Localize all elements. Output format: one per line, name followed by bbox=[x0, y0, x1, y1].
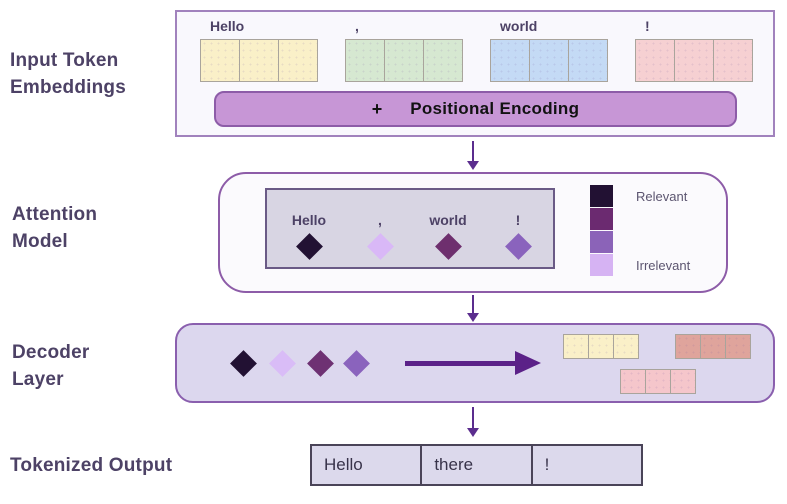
arrow-shaft bbox=[472, 141, 474, 161]
legend-swatch bbox=[590, 208, 613, 230]
tokenized-output-title: Tokenized Output bbox=[10, 455, 173, 476]
embedding-cell bbox=[490, 39, 530, 82]
attention-token-world-label: world bbox=[429, 212, 467, 228]
diamond-icon bbox=[342, 349, 370, 377]
attention-token-exclaim-label: ! bbox=[515, 212, 521, 228]
embedding-cells-exclaim bbox=[635, 39, 753, 82]
diamond-icon bbox=[434, 232, 462, 260]
embedding-cell bbox=[345, 39, 385, 82]
relevance-diamond bbox=[342, 349, 370, 377]
relevance-diamond bbox=[229, 349, 257, 377]
relevance-diamond bbox=[295, 232, 323, 260]
attention-token-hello: Hello bbox=[274, 212, 344, 260]
plus-icon: + bbox=[371, 98, 383, 119]
embedding-cell bbox=[635, 39, 675, 82]
embedding-cell bbox=[278, 39, 318, 82]
attention-model-title: Attention Model bbox=[12, 201, 97, 255]
decoder-output-pink-group bbox=[620, 369, 696, 394]
legend-label-relevant: Relevant bbox=[636, 189, 688, 204]
relevance-diamond bbox=[268, 349, 296, 377]
arrow-head bbox=[467, 161, 479, 170]
embedding-cells-comma bbox=[345, 39, 463, 82]
decoder-cell bbox=[675, 334, 701, 359]
legend-swatch-irrelevant bbox=[590, 254, 613, 276]
embedding-cell bbox=[239, 39, 279, 82]
relevance-diamond bbox=[434, 232, 462, 260]
arrow-shaft bbox=[472, 295, 474, 313]
embedding-cell bbox=[713, 39, 753, 82]
decoder-cell bbox=[700, 334, 726, 359]
relevance-diamond bbox=[504, 232, 532, 260]
embedding-cell bbox=[568, 39, 608, 82]
embedding-token-hello: Hello bbox=[200, 18, 318, 82]
embedding-cell bbox=[423, 39, 463, 82]
attention-token-comma: , bbox=[345, 212, 415, 260]
arrow-head bbox=[467, 428, 479, 437]
arrow-shaft bbox=[472, 407, 474, 428]
attention-token-hello-label: Hello bbox=[291, 212, 327, 228]
diamond-icon bbox=[268, 349, 296, 377]
diamond-icon bbox=[504, 232, 532, 260]
embedding-cell bbox=[674, 39, 714, 82]
embedding-token-comma-label: , bbox=[355, 18, 359, 34]
input-embeddings-title-line1: Input Token bbox=[10, 50, 119, 71]
arrow-right-icon bbox=[405, 351, 541, 375]
diamond-icon bbox=[306, 349, 334, 377]
embedding-token-comma: , bbox=[345, 18, 463, 82]
decoder-cell bbox=[725, 334, 751, 359]
tokenized-output-table: Hello there ! bbox=[310, 444, 643, 486]
arrow-head bbox=[515, 351, 541, 375]
embedding-cell bbox=[384, 39, 424, 82]
diamond-icon bbox=[366, 232, 394, 260]
decoder-cell bbox=[613, 334, 639, 359]
decoder-cell bbox=[645, 369, 671, 394]
attention-token-comma-label: , bbox=[378, 212, 382, 228]
decoder-cell bbox=[620, 369, 646, 394]
decoder-cell bbox=[588, 334, 614, 359]
attention-model-title-line2: Model bbox=[12, 231, 68, 252]
legend-swatch bbox=[590, 231, 613, 253]
decoder-output-salmon-group bbox=[675, 334, 751, 359]
embedding-cell bbox=[529, 39, 569, 82]
arrow-down-icon bbox=[466, 141, 480, 170]
output-cell-exclaim: ! bbox=[530, 446, 641, 484]
relevance-diamond bbox=[366, 232, 394, 260]
relevance-diamond bbox=[306, 349, 334, 377]
embedding-cell bbox=[200, 39, 240, 82]
input-embeddings-title-line2: Embeddings bbox=[10, 77, 127, 98]
embedding-token-exclaim: ! bbox=[635, 18, 753, 82]
embedding-token-world-label: world bbox=[500, 18, 538, 34]
input-embeddings-title: Input Token Embeddings bbox=[10, 47, 126, 101]
attention-token-exclaim: ! bbox=[483, 212, 553, 260]
attention-model-title-line1: Attention bbox=[12, 204, 98, 225]
embedding-cells-world bbox=[490, 39, 608, 82]
output-cell-hello: Hello bbox=[324, 455, 363, 474]
arrow-shaft bbox=[405, 360, 515, 366]
arrow-head bbox=[467, 313, 479, 322]
decoder-cell bbox=[563, 334, 589, 359]
decoder-layer-title-line2: Layer bbox=[12, 369, 64, 390]
embedding-token-world: world bbox=[490, 18, 608, 82]
positional-encoding-label: Positional Encoding bbox=[410, 99, 580, 118]
embedding-token-hello-label: Hello bbox=[210, 18, 245, 34]
decoder-cell bbox=[670, 369, 696, 394]
decoder-layer-title: Decoder Layer bbox=[12, 339, 89, 393]
embedding-token-exclaim-label: ! bbox=[645, 18, 650, 34]
embedding-cells-hello bbox=[200, 39, 318, 82]
attention-token-world: world bbox=[413, 212, 483, 260]
output-cell-there: there bbox=[420, 446, 530, 484]
arrow-down-icon bbox=[466, 407, 480, 437]
positional-encoding-bar: + Positional Encoding bbox=[214, 91, 737, 127]
arrow-down-icon bbox=[466, 295, 480, 322]
decoder-layer-title-line1: Decoder bbox=[12, 342, 90, 363]
decoder-output-yellow-group bbox=[563, 334, 639, 359]
diamond-icon bbox=[229, 349, 257, 377]
legend-label-irrelevant: Irrelevant bbox=[636, 258, 691, 273]
diamond-icon bbox=[295, 232, 323, 260]
legend-swatch-relevant bbox=[590, 185, 613, 207]
